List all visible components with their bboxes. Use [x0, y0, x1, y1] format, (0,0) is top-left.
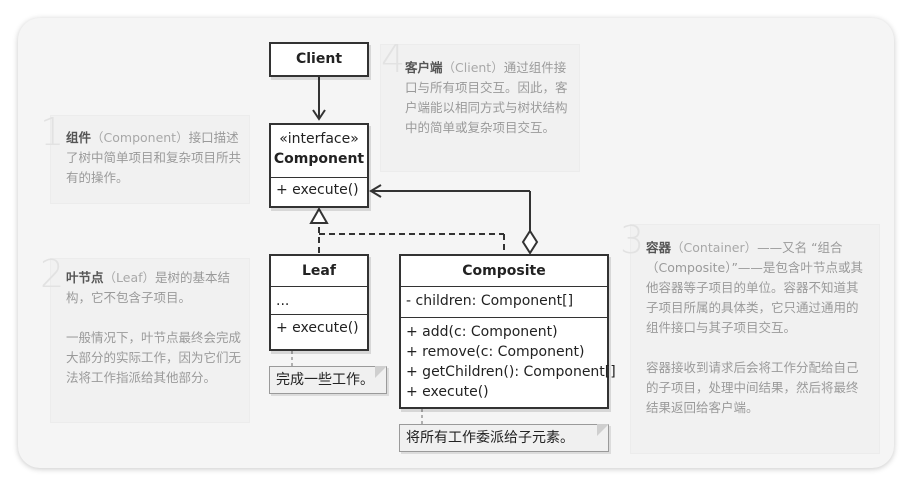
composite-fields: - children: Component[]	[401, 286, 607, 317]
leaf-class: Leaf ... + execute()	[269, 254, 369, 351]
note-panel-leaf	[50, 258, 250, 423]
note-client-bold: 客户端	[405, 60, 443, 75]
composite-comment-text: 将所有工作委派给子元素。	[406, 430, 574, 446]
composite-comment: 将所有工作委派给子元素。	[399, 424, 609, 452]
note-leaf-paren: （Leaf）	[103, 270, 156, 285]
composite-methods: + add(c: Component) + remove(c: Componen…	[401, 317, 616, 404]
note-number-4: 4	[381, 37, 406, 81]
note-panel-container	[630, 224, 880, 454]
note-component-paren: （Component）	[91, 130, 189, 145]
client-arrowhead	[312, 109, 326, 121]
leaf-comment-text: 完成一些工作。	[276, 372, 374, 388]
note-number-1: 1	[40, 110, 65, 154]
client-class: Client	[269, 42, 369, 77]
note-client-paren: （Client）	[442, 60, 504, 75]
leaf-methods: + execute()	[271, 314, 367, 340]
note-leaf-text: 叶节点（Leaf）是树的基本结构，它不包含子项目。 一般情况下，叶节点最终会完成…	[66, 268, 242, 388]
note-component-body: 接口描述了树中简单项目和复杂项目所共有的操作。	[66, 130, 242, 185]
note-leaf-body: 是树的基本结构，它不包含子项目。	[66, 270, 231, 305]
composite-method-add: + add(c: Component)	[406, 324, 558, 340]
component-class-name: Component	[273, 151, 365, 167]
note-leaf-bold: 叶节点	[66, 270, 104, 285]
leaf-method: + execute()	[276, 320, 359, 336]
aggregation-arrowhead	[369, 184, 382, 198]
note-container-body-2: 容器接收到请求后会将工作分配给自己的子项目，处理中间结果，然后将最终结果返回给客…	[646, 360, 859, 415]
composite-class: Composite - children: Component[] + add(…	[399, 254, 616, 409]
component-interface: «interface» Component + execute()	[269, 123, 369, 208]
component-methods: + execute()	[271, 177, 367, 202]
component-method: + execute()	[276, 182, 359, 198]
note-component-text: 组件（Component）接口描述了树中简单项目和复杂项目所共有的操作。	[66, 128, 242, 188]
note-panel-client	[380, 44, 580, 172]
composite-field: - children: Component[]	[406, 293, 574, 309]
leaf-comment: 完成一些工作。	[269, 366, 387, 394]
note-number-3: 3	[620, 218, 645, 262]
note-number-2: 2	[40, 252, 65, 296]
realization-triangle	[309, 206, 329, 224]
note-panel-component	[50, 115, 250, 204]
client-class-name: Client	[295, 51, 343, 67]
composite-method-remove: + remove(c: Component)	[406, 344, 585, 360]
composite-class-name: Composite	[462, 263, 546, 279]
component-stereotype: «interface»	[279, 131, 359, 147]
note-component-bold: 组件	[66, 130, 92, 145]
aggregation-diamond	[521, 229, 539, 255]
leaf-fields: ...	[271, 286, 367, 314]
note-container-text: 容器（Container）——又名 “组合（Composite）”——是包含叶节…	[646, 238, 868, 418]
leaf-comment-fold	[375, 366, 387, 378]
note-container-paren: （Container）	[671, 240, 758, 255]
note-leaf-body-2: 一般情况下，叶节点最终会完成大部分的实际工作，因为它们无法将工作指派给其他部分。	[66, 330, 242, 385]
composite-comment-fold	[597, 424, 609, 436]
note-container-bold: 容器	[646, 240, 672, 255]
composite-method-execute: + execute()	[406, 384, 489, 400]
composite-method-getchildren: + getChildren(): Component[]	[406, 364, 616, 380]
note-client-text: 客户端（Client）通过组件接口与所有项目交互。因此，客户端能以相同方式与树状…	[405, 58, 573, 138]
leaf-class-name: Leaf	[302, 263, 336, 279]
leaf-field: ...	[276, 293, 290, 309]
note-client-body: 通过组件接口与所有项目交互。因此，客户端能以相同方式与树状结构中的简单或复杂项目…	[405, 60, 568, 135]
note-container-body: ——又名 “组合（Composite）”——是包含叶节点或其他容器等子项目的单位…	[646, 240, 863, 335]
